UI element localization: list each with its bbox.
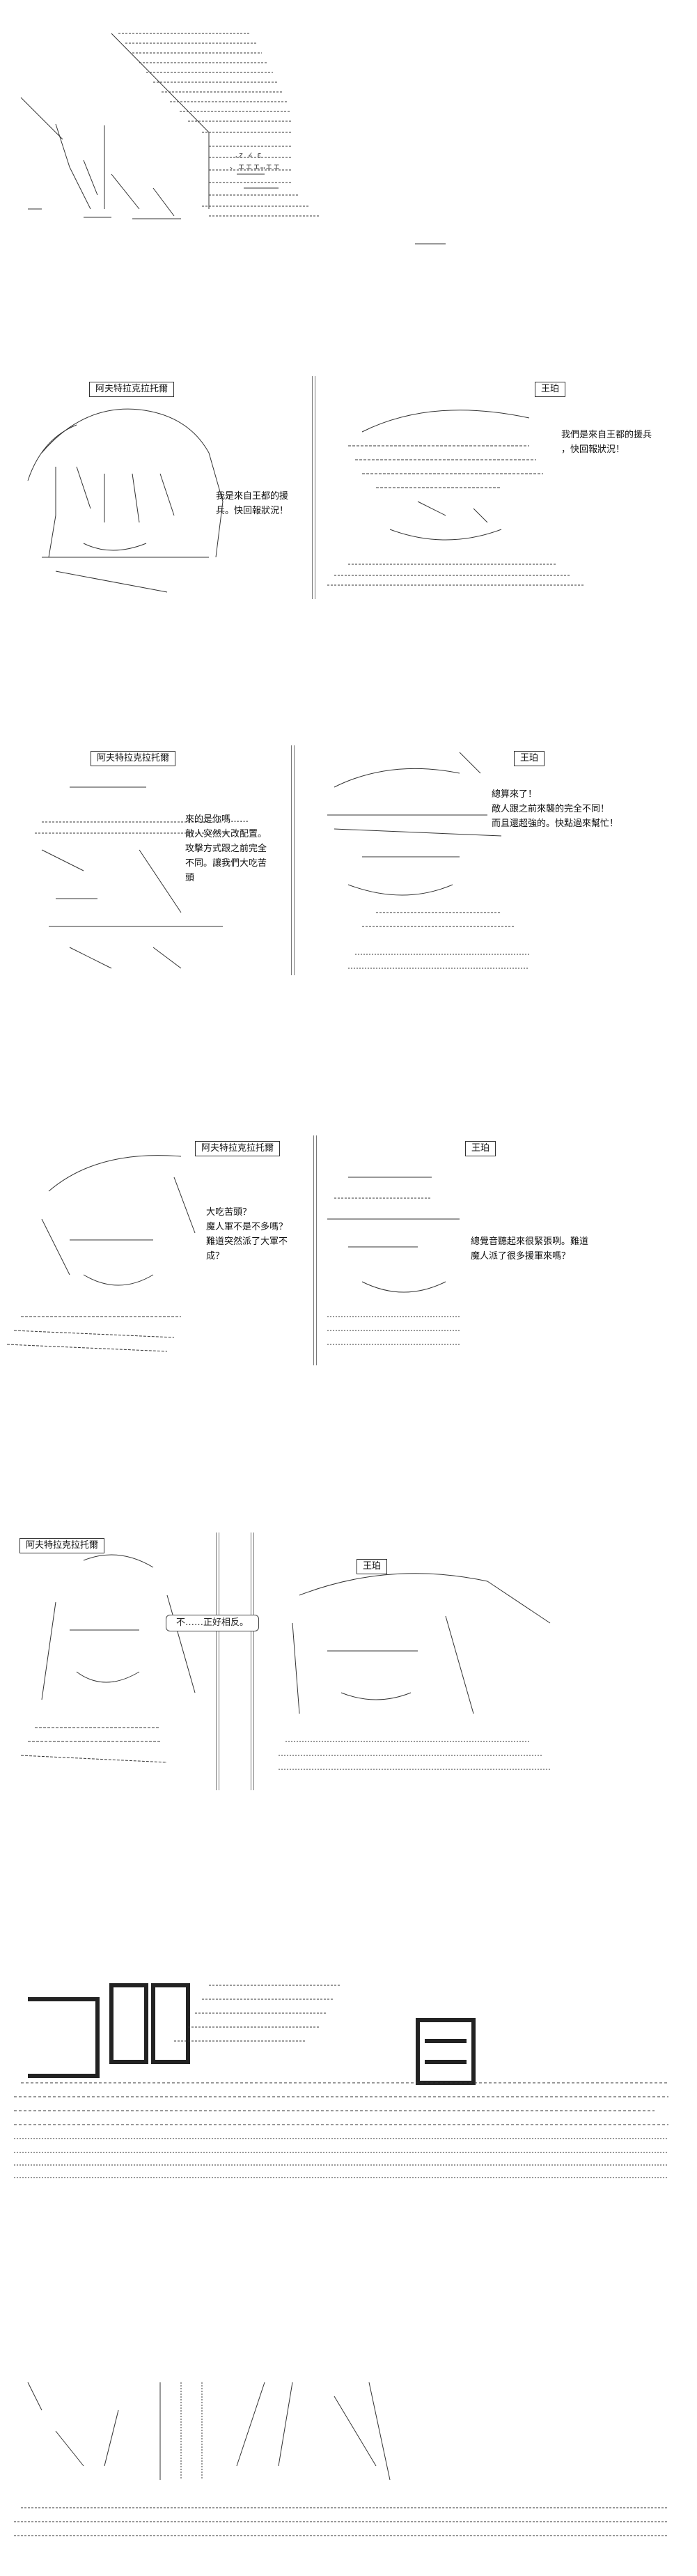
svg-text:.z ∠ ε: .z ∠ ε [234,150,262,160]
speaker-name-wang: 王珀 [514,751,545,766]
dialog-line: 難道突然派了大軍不 [206,1236,288,1247]
dialog-wang: 總算來了！ 敵人跟之前來襲的完全不同！ 而且還超強的。快點過來幫忙！ [492,787,618,831]
dialog-line: 頭 [185,873,195,883]
dialog-line: 魔人軍不是不多嗎？ [206,1222,288,1232]
dialog-line: 成？ [206,1251,225,1262]
panel-divider [291,745,295,975]
speaker-name-aftr: 阿夫特拉克拉托爾 [91,751,176,766]
panel-opening: .z ∠ ε 、ェェェ…ェェ [0,0,697,245]
panel-divider [251,1533,255,1790]
dialog-line: 總算來了！ [492,789,538,800]
opening-art: .z ∠ ε 、ェェェ…ェェ [20,33,446,245]
svg-text:、ェェェ…ェェ: 、ェェェ…ェェ [230,162,281,171]
dialog-line: 魔人派了很多援軍來嗎？ [471,1251,571,1262]
dialog-line: ，快回報狀況！ [561,444,625,455]
sfx-art [14,1983,668,2178]
panel-ending [0,2368,697,2570]
dialog-line: 大吃苦頭？ [206,1207,252,1218]
dialog-line: 不同。讓我們大吃苦 [185,858,267,869]
dialog-line: 敵人跟之前來襲的完全不同！ [492,804,610,814]
panel3-art [35,752,529,969]
dialog-wang: 我們是來自王都的援兵 ，快回報狀況！ [561,428,652,457]
dialog-line: 總覺音聽起來很緊張咧。難道 [471,1236,589,1247]
panel2-art [27,408,585,593]
dialog-line: 敵人突然大改配置。 [185,829,267,839]
panel-demon-army: 阿夫特拉克拉托爾 王珀 大吃苦頭？ 魔人軍不是不多嗎？ 難道突然派了大軍不 [0,1135,697,1365]
speaker-name-wang: 王珀 [535,382,566,397]
dialog-aftr: 大吃苦頭？ 魔人軍不是不多嗎？ 難道突然派了大軍不 成？ [206,1205,288,1264]
panel-opposite: 阿夫特拉克拉托爾 王珀 不……正好相反。 [0,1533,697,1790]
dialog-aftr: 來的是你嗎…… 敵人突然大改配置。 攻擊方式跟之前完全 不同。讓我們大吃苦 頭 [185,812,267,885]
dialog-line: 我是來自王都的援 [216,491,289,502]
dialog-line: 我們是來自王都的援兵 [561,430,652,440]
speaker-name-wang: 王珀 [357,1559,388,1574]
panel5-art [20,1554,551,1770]
panel-divider [313,1135,318,1365]
dialog-line: 兵。快回報狀況！ [216,506,289,516]
dialog-line: 來的是你嗎…… [185,814,249,825]
ending-art [14,2382,668,2536]
speech-bubble: 不……正好相反。 [166,1615,260,1631]
dialog-wang: 總覺音聽起來很緊張咧。難道 魔人派了很多援軍來嗎？ [471,1234,588,1264]
panel-divider [312,376,316,599]
dialog-aftr: 我是來自王都的援 兵。快回報狀況！ [216,489,288,518]
panel-reinforcement-arrival: 阿夫特拉克拉托爾 王珀 [0,376,697,599]
panel-enemy-changed: 阿夫特拉克拉托爾 王珀 來的是你嗎…… 敵人突然 [0,745,697,975]
panel-divider [216,1533,220,1790]
panel-battle-sfx [0,1978,697,2208]
panel4-art [6,1155,460,1352]
dialog-line: 攻擊方式跟之前完全 [185,844,267,854]
speaker-name-aftr: 阿夫特拉克拉托爾 [19,1538,105,1553]
speaker-name-aftr: 阿夫特拉克拉托爾 [89,382,175,397]
dialog-line: 而且還超強的。快點過來幫忙！ [492,818,619,829]
speaker-name-wang: 王珀 [465,1141,496,1156]
speaker-name-aftr: 阿夫特拉克拉托爾 [195,1141,281,1156]
